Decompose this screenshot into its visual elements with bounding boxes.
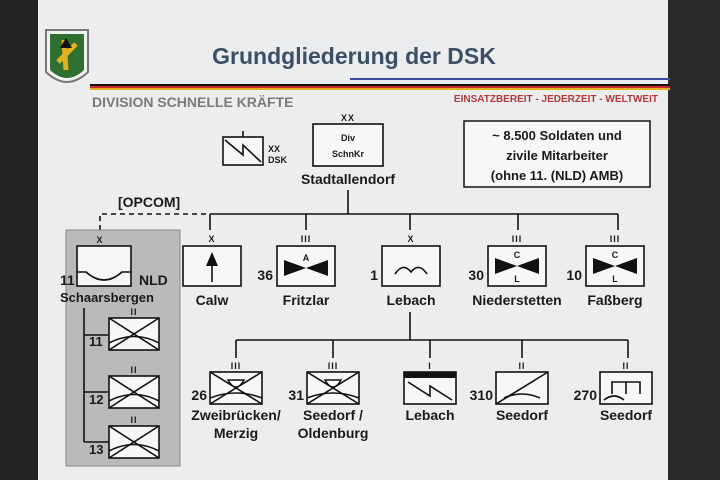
- battalion-number: 11: [89, 334, 103, 349]
- brigade-location: Fritzlar: [283, 292, 330, 308]
- hq-division-box: XX Div SchnKr Stadtallendorf: [301, 113, 395, 187]
- unit-echelon: II: [622, 361, 629, 371]
- battalion-echelon: II: [130, 307, 137, 317]
- unit-echelon: III: [328, 361, 339, 371]
- brigade-number: 30: [468, 267, 484, 283]
- nld-suffix: NLD: [139, 272, 168, 288]
- unit-number: 31: [288, 387, 304, 403]
- brigade-echelon: III: [512, 234, 523, 244]
- brigade-echelon: X: [208, 234, 215, 244]
- slogan: EINSATZBEREIT - JEDERZEIT - WELTWEIT: [454, 94, 658, 105]
- brigade-number: 36: [257, 267, 273, 283]
- unit-location-line: Zweibrücken/: [191, 407, 281, 423]
- hq-line-2: SchnKr: [332, 149, 365, 159]
- hq-location: Stadtallendorf: [301, 171, 395, 187]
- unit-number: 270: [574, 387, 598, 403]
- brigade-symbol-letter-top: C: [612, 250, 619, 260]
- nld-location: Schaarsbergen: [60, 290, 154, 305]
- battalion-echelon: II: [130, 365, 137, 375]
- brigade-calw: X Calw: [182, 234, 242, 308]
- division-emblem-icon: [45, 29, 89, 83]
- unit-lebach: I Lebach: [403, 361, 457, 423]
- battalion-echelon: II: [130, 415, 137, 425]
- poster-title: Grundgliederung der DSK: [212, 43, 496, 69]
- connector-lines-top: [99, 190, 619, 230]
- brigade-echelon: III: [301, 234, 312, 244]
- connector-lines-bottom: [235, 312, 629, 358]
- brigade-number: 1: [370, 267, 378, 283]
- brigade-number: 10: [566, 267, 582, 283]
- unit-location-line: Seedorf /: [303, 407, 363, 423]
- nld-battalion-12: II 12: [89, 365, 160, 409]
- unit-number: 26: [191, 387, 207, 403]
- brigade-location: Faßberg: [587, 292, 642, 308]
- unit-echelon: III: [231, 361, 242, 371]
- battalion-number: 12: [89, 392, 103, 407]
- unit-echelon: II: [518, 361, 525, 371]
- unit-location-line: Seedorf: [600, 407, 652, 423]
- dsk-symbol: XX DSK: [222, 131, 288, 166]
- unit-location-line: Merzig: [214, 425, 258, 441]
- dsk-label: DSK: [268, 155, 288, 165]
- nld-battalion-11: II 11: [89, 307, 160, 351]
- unit-number: 310: [470, 387, 494, 403]
- brigade-location: Niederstetten: [472, 292, 561, 308]
- nld-battalion-13: II 13: [89, 415, 160, 459]
- unit-location-line: Seedorf: [496, 407, 548, 423]
- hq-line-1: Div: [341, 133, 355, 143]
- opcom-label: [OPCOM]: [118, 194, 180, 210]
- nld-echelon: X: [96, 235, 103, 245]
- battalion-number: 13: [89, 442, 103, 457]
- brigade-symbol-letter-bottom: L: [612, 274, 618, 284]
- brigade-symbol-letter-top: C: [514, 250, 521, 260]
- hq-echelon: XX: [341, 113, 355, 123]
- info-line-2: zivile Mitarbeiter: [506, 148, 608, 163]
- info-line-3: (ohne 11. (NLD) AMB): [491, 168, 623, 183]
- unit-location-line: Oldenburg: [298, 425, 369, 441]
- poster-frame-edge: [668, 0, 720, 480]
- brigade-symbol-letter-bottom: L: [514, 274, 520, 284]
- unit-echelon: I: [428, 361, 432, 371]
- brigade-location: Calw: [196, 292, 229, 308]
- unit-location-line: Lebach: [405, 407, 454, 423]
- brigade-echelon: III: [610, 234, 621, 244]
- division-subtitle: DIVISION SCHNELLE KRÄFTE: [92, 94, 293, 110]
- personnel-info-box: ~ 8.500 Soldaten und zivile Mitarbeiter …: [463, 120, 651, 188]
- info-line-1: ~ 8.500 Soldaten und: [492, 128, 622, 143]
- brigade-echelon: X: [407, 234, 414, 244]
- dsk-echelon: XX: [268, 144, 280, 154]
- nld-number: 11: [60, 272, 75, 288]
- flag-stripes: [90, 78, 670, 90]
- brigade-symbol-letter: A: [303, 253, 310, 263]
- brigade-location: Lebach: [386, 292, 435, 308]
